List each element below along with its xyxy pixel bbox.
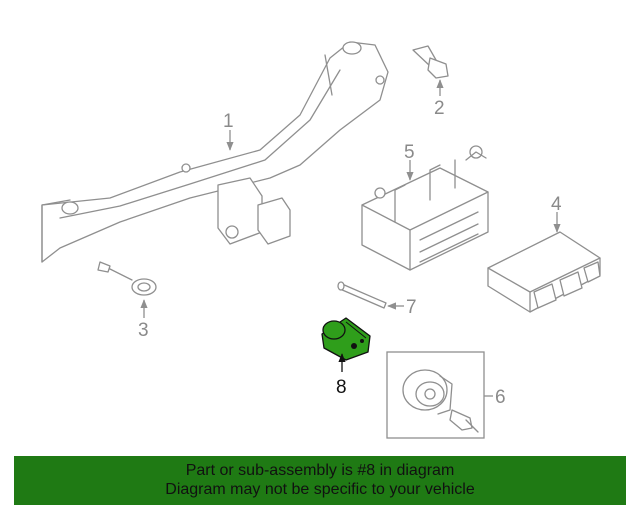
part-2-bolt[interactable]: [412, 45, 449, 79]
part-1-hitch-frame[interactable]: [41, 41, 389, 263]
callout-3[interactable]: 3: [138, 320, 149, 341]
part-5-connector-block[interactable]: [361, 145, 489, 271]
callout-2[interactable]: 2: [434, 98, 445, 119]
part-3-tow-eye[interactable]: [97, 261, 157, 296]
banner-line-disclaimer: Diagram may not be specific to your vehi…: [165, 481, 475, 498]
parts-diagram: 1 2 3 4 5 6 7 8: [41, 41, 601, 439]
callout-4[interactable]: 4: [551, 194, 562, 215]
part-7-pin[interactable]: [337, 281, 387, 309]
banner-line-part: Part or sub-assembly is #8 in diagram: [185, 462, 455, 479]
callout-7[interactable]: 7: [406, 297, 417, 318]
callout-6[interactable]: 6: [495, 387, 506, 408]
part-8-socket-highlighted[interactable]: [321, 317, 371, 361]
callout-1[interactable]: 1: [223, 111, 234, 132]
part-4-control-module[interactable]: [487, 231, 601, 313]
callout-8[interactable]: 8: [336, 377, 347, 398]
callout-5[interactable]: 5: [404, 142, 415, 163]
part-6-socket-box[interactable]: [386, 351, 485, 439]
info-banner: Part or sub-assembly is #8 in diagram Di…: [14, 456, 626, 505]
